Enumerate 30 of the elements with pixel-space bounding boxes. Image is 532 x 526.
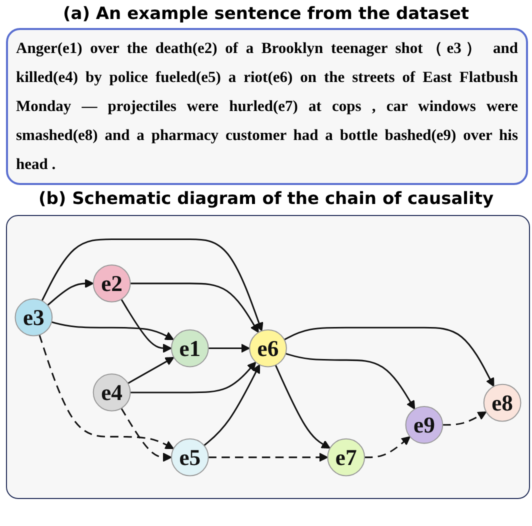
arrow: [38, 334, 174, 449]
node-circle: [327, 438, 366, 476]
arrow: [285, 352, 416, 410]
node-circle: [405, 405, 444, 444]
diagram-panel: e1 e2 e3 e4 e5 e6 e7 e8 e9: [6, 215, 530, 499]
node-circle: [170, 328, 209, 367]
example-sentence: Anger(e1) over the death(e2) of a Brooklyn teenager shot（e3） and killed(e4) by police fueled(e5) a riot(e6) on the streets of East Flatbush Monday — projectiles were hurled(e7) at cops , car windows were smashed(e8) and a pharmacy customer had a bottle bashed(e9) over his head .: [6, 28, 528, 185]
arrow: [284, 326, 494, 386]
node-circle: [92, 264, 131, 302]
arrow: [208, 452, 328, 462]
arrow: [208, 343, 250, 352]
node-circle: [483, 383, 522, 422]
arrow: [364, 436, 410, 458]
section-heading: (a) An example sentence from the dataset: [62, 4, 470, 24]
node-circle: [170, 438, 209, 476]
arrow: [130, 361, 256, 393]
arrow: [41, 238, 264, 331]
arrow: [120, 407, 172, 462]
arrow: [204, 364, 260, 446]
section-heading: (b) Schematic diagram of the chain of causality: [37, 189, 495, 209]
node-circle: [249, 328, 287, 367]
node-circle: [14, 298, 53, 336]
arrow: [47, 278, 94, 306]
arrow: [130, 282, 259, 332]
arrow: [274, 364, 330, 448]
arrow: [127, 356, 174, 384]
node-circle: [92, 373, 131, 411]
arrow: [51, 320, 174, 340]
arrow: [442, 410, 487, 426]
arrow: [120, 298, 172, 352]
